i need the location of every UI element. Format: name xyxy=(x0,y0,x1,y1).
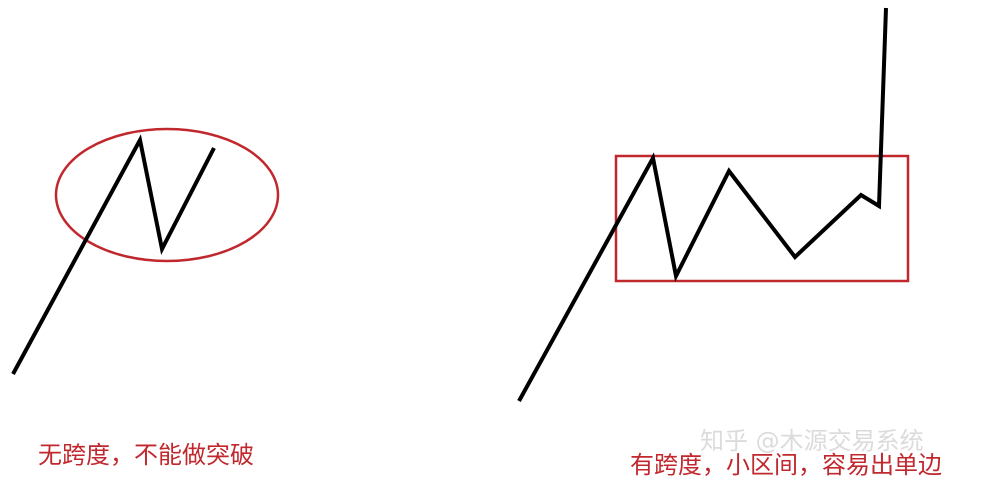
right-price-line xyxy=(517,7,888,402)
watermark-text: 知乎 @木源交易系统 xyxy=(700,427,924,455)
right-caption: 有跨度，小区间，容易出单边 xyxy=(630,451,942,479)
left-highlight-ellipse xyxy=(54,127,280,263)
left-price-line xyxy=(11,134,216,375)
right-range-box xyxy=(614,154,910,283)
left-caption: 无跨度，不能做突破 xyxy=(38,441,254,469)
